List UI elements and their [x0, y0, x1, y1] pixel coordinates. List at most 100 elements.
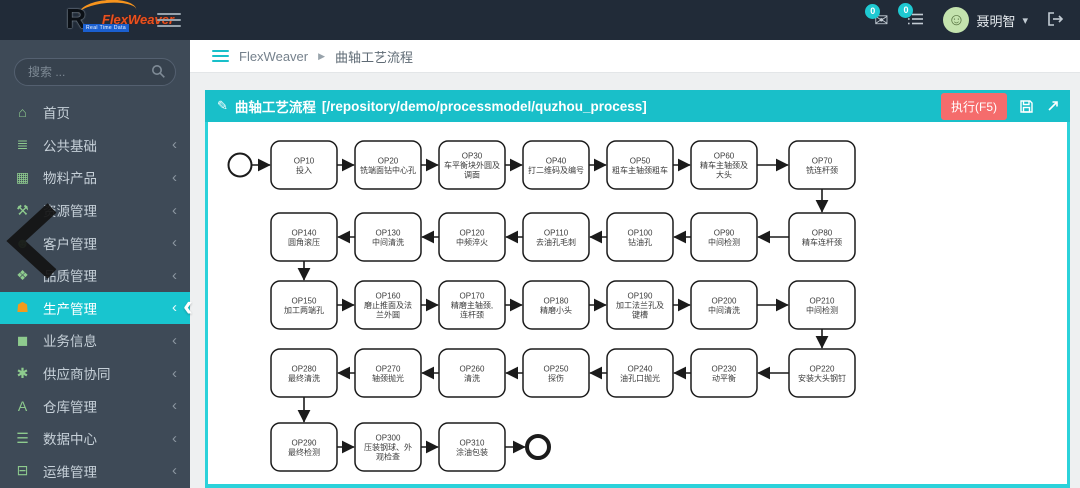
breadcrumb-page-label: 曲轴工艺流程 [335, 49, 414, 65]
breadcrumb-menu-toggle-icon[interactable] [212, 47, 229, 65]
save-button[interactable] [1019, 99, 1034, 114]
logo-subtext: Real Time Data [83, 24, 130, 32]
folder-icon: ⊟ [16, 462, 29, 479]
sidebar-item-label: 运维管理 [43, 464, 97, 480]
sidebar-item-label: 首页 [43, 106, 70, 122]
sidebar-item-ops[interactable]: ⊟ 运维管理 ‹ [0, 455, 190, 488]
sidebar-item-business[interactable]: ◼业务信息‹ [0, 324, 190, 357]
chevron-left-icon: ‹ [172, 364, 177, 382]
public-base-icon: ≣ [16, 136, 29, 153]
breadcrumb-app-link[interactable]: FlexWeaver [239, 48, 309, 64]
sidebar-item-supplier[interactable]: ✱供应商协同‹ [0, 357, 190, 390]
user-menu[interactable]: ☺ 聂明智 ▾ [943, 7, 1028, 33]
sidebar-item-label: 公共基础 [43, 138, 97, 154]
flow-end-node[interactable] [525, 434, 551, 460]
sidebar-item-quality[interactable]: ❖品质管理‹ [0, 259, 190, 292]
save-icon [1020, 99, 1033, 113]
home-icon: ⌂ [18, 104, 27, 121]
sidebar-item-material[interactable]: ▦物料产品‹ [0, 161, 190, 194]
expand-button[interactable] [1046, 99, 1060, 113]
warehouse-icon: A [17, 397, 28, 414]
topbar-right: 0 ✉ 0 ☺ 聂明智 ▾ [865, 2, 1080, 33]
production-bag-icon: ☗ [16, 299, 29, 316]
chevron-left-icon: ‹ [172, 429, 177, 447]
sidebar-item-resource[interactable]: ⚒资源管理‹ [0, 194, 190, 227]
chevron-left-icon: ‹ [172, 234, 177, 252]
sidebar-item-home[interactable]: ⌂ 首页 [0, 96, 190, 129]
sidebar-item-label: 客户管理 [43, 236, 97, 252]
chevron-left-icon: ‹ [172, 331, 177, 349]
search-icon[interactable] [151, 64, 166, 79]
expand-arrow-icon [1048, 101, 1058, 111]
overlay-prev-arrow-icon [6, 203, 57, 279]
sidebar-item-label: 供应商协同 [43, 367, 111, 383]
tasks-count-badge: 0 [898, 2, 914, 18]
execute-button[interactable]: 执行(F5) [941, 92, 1007, 120]
active-arrow-icon: ‹ [183, 289, 193, 323]
flow-start-node[interactable] [227, 152, 253, 178]
chevron-left-icon: ‹ [172, 462, 177, 480]
tasks-button[interactable]: 0 [898, 2, 924, 30]
sidebar-menu: ⌂首页≣公共基础‹▦物料产品‹⚒资源管理‹☻客户管理‹❖品质管理‹☗生产管理‹‹… [0, 96, 193, 488]
main-area: FlexWeaver ▶ 曲轴工艺流程 ✎ 曲轴工艺流程 [/repositor… [190, 40, 1080, 488]
logout-button[interactable] [1047, 11, 1064, 30]
messages-button[interactable]: 0 ✉ [865, 3, 888, 29]
search-input[interactable] [14, 58, 176, 86]
sidebar-item-public-base[interactable]: ≣公共基础‹ [0, 129, 190, 162]
sidebar-item-data-center[interactable]: ☰数据中心‹ [0, 422, 190, 455]
logo-letter: R [66, 3, 87, 34]
topbar-menu-toggle-icon[interactable] [157, 13, 181, 31]
sidebar-search [14, 58, 176, 86]
sidebar-item-production[interactable]: ☗生产管理‹‹ [0, 289, 193, 325]
sidebar-item-label: 物料产品 [43, 171, 97, 187]
app-logo[interactable]: R Real Time Data FlexWeaver [66, 0, 186, 40]
